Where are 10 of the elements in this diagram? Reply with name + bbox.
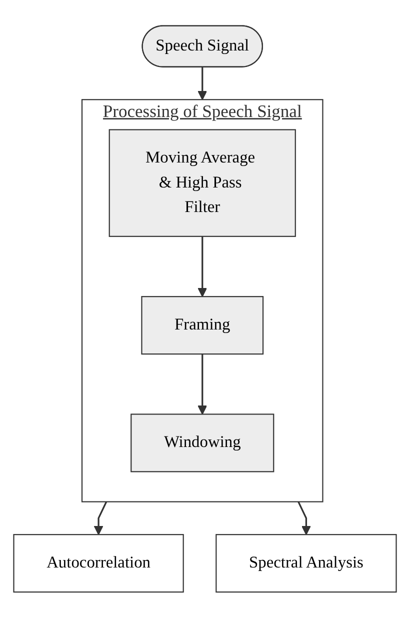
node-box: Windowing [130,413,274,472]
node-box: Autocorrelation [12,534,184,592]
arrow [197,66,207,100]
node-box: Moving Average & High Pass Filter [108,128,296,237]
arrow [93,501,107,535]
node-box: Framing [140,296,264,354]
arrow [297,501,311,535]
node-box: Spectral Analysis [215,534,396,592]
arrow [197,354,207,414]
arrow [197,236,207,297]
